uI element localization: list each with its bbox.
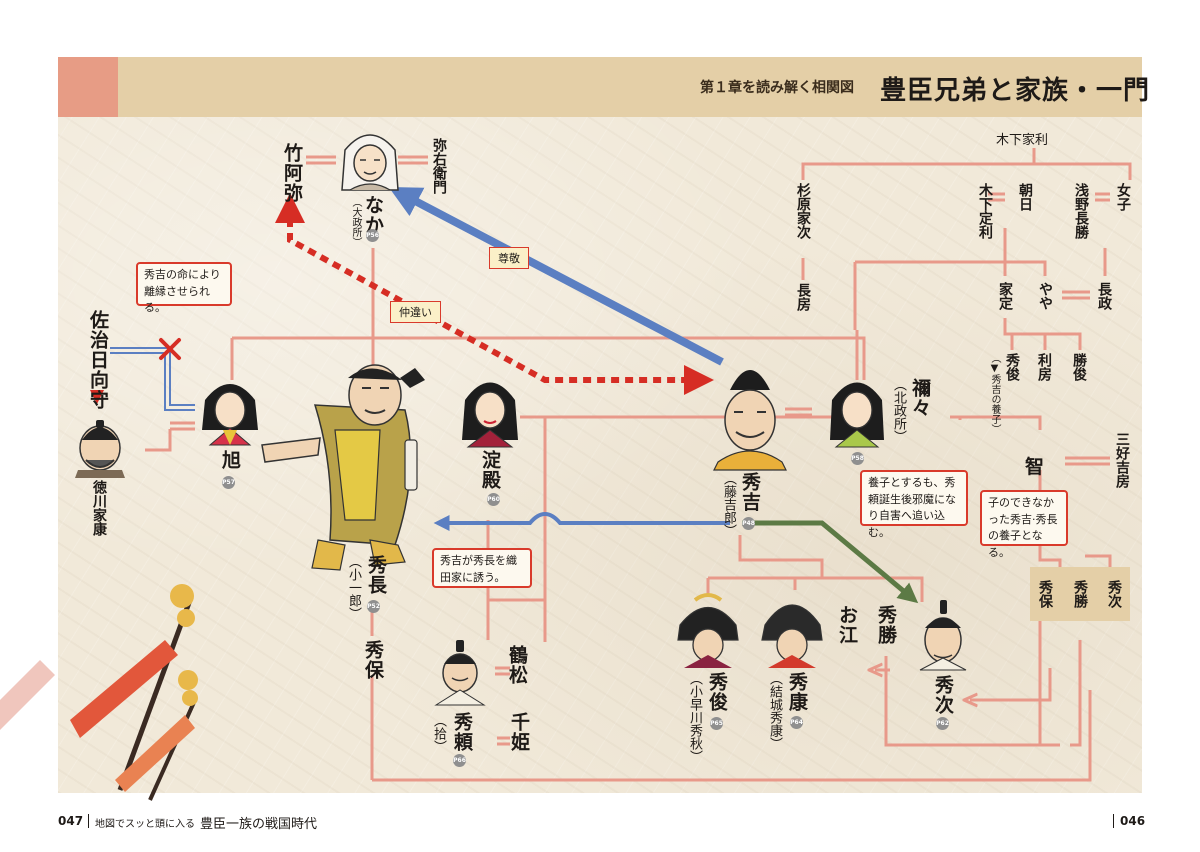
name-yaya: やや: [1037, 282, 1053, 310]
adoption-arrow: [742, 520, 919, 604]
name-kinoshita-sadatoshi: 木下定利: [977, 183, 993, 239]
portrait-yodo: [462, 382, 518, 448]
portrait-tokugawa: [75, 420, 125, 478]
name-nene: 禰々: [909, 378, 931, 418]
alias-hidenaga: （小一郎）: [346, 555, 361, 620]
footer-series-title: 豊臣一族の戦国時代: [200, 817, 318, 832]
adopt-hidetsugu: 秀次: [1106, 580, 1122, 608]
divorce-cross: [159, 338, 181, 360]
alias-hideyoshi: （藤吉郎）: [721, 472, 736, 537]
name-asahi: 旭: [219, 450, 241, 470]
family-lines: [145, 148, 1132, 782]
name-nagafusa: 長房: [795, 283, 811, 311]
tag-respect: 尊敬: [489, 247, 529, 269]
page-ref-hideyori: P66: [453, 754, 466, 767]
tag-discord: 仲違い: [390, 301, 441, 323]
name-sugihara: 杉原家次: [795, 183, 811, 239]
note-divorce: 秀吉の命により離縁させられる。: [136, 262, 232, 314]
name-tsurumatsu: 鶴松: [506, 645, 528, 685]
name-toshifusa: 利房: [1036, 353, 1052, 381]
footer-separator-left: [88, 814, 89, 828]
name-naka: なか: [362, 195, 384, 235]
note-hidetoshi-small: （▼秀吉の養子）: [989, 353, 1000, 434]
page-title: 豊臣兄弟と家族・一門: [880, 76, 1151, 106]
portrait-asahi: [202, 384, 258, 446]
discord-arrow: [275, 193, 714, 395]
page-ref-hidenaga: P52: [367, 600, 380, 613]
name-nagamasa: 長政: [1096, 282, 1112, 310]
name-yodo: 淀殿: [479, 450, 501, 490]
footer-separator-right: [1113, 814, 1114, 828]
portrait-hidenaga: [261, 364, 425, 571]
portrait-naka: [341, 134, 399, 191]
name-tokugawa: 徳川家康: [91, 480, 107, 536]
name-hidekatsu: 秀勝: [875, 605, 897, 645]
footer-book-name: 地図でスッと頭に入る: [95, 819, 195, 830]
name-kinoshita-ieri: 木下家利: [996, 133, 1049, 148]
alias-nene: （北政所）: [891, 378, 906, 443]
portrait-hidetoshi: [677, 593, 739, 668]
name-onago: 女子: [1115, 183, 1131, 211]
name-hideyasu: 秀康: [786, 672, 808, 712]
note-adopted-hidetsugu: 養子とするも、秀頼誕生後邪魔になり自害へ追い込む。: [860, 470, 968, 539]
note-invite: 秀吉が秀長を織田家に誘う。: [432, 548, 532, 588]
paper-background: [58, 57, 1142, 793]
alias-hideyori: （拾）: [431, 714, 446, 753]
name-iesada: 家定: [997, 282, 1013, 310]
portrait-hidetsugu: [919, 600, 967, 671]
name-hideyasu-son: 秀保: [362, 640, 384, 680]
adoption-panel: [1030, 567, 1130, 621]
gourd-banner-icon: [0, 584, 198, 801]
chapter-label: 第１章を読み解く相関図: [700, 80, 854, 96]
portrait-hideyori: [434, 640, 486, 706]
portrait-nene: [830, 382, 884, 448]
note-childless: 子のできなかった秀吉·秀長の養子となる。: [980, 490, 1068, 559]
name-hidetsugu: 秀次: [932, 675, 954, 715]
name-asahi-mother: 朝日: [1017, 183, 1033, 211]
name-hideyori: 秀頼: [451, 712, 473, 752]
alias-naka: （大政所）: [350, 197, 361, 247]
name-miyoshi: 三好吉房: [1114, 432, 1130, 488]
name-asano: 浅野長勝: [1073, 183, 1089, 239]
page-ref-hidetoshi: P65: [710, 717, 723, 730]
name-hidenaga: 秀長: [365, 555, 387, 595]
name-senhime: 千姫: [508, 712, 530, 752]
name-go: お江: [836, 605, 858, 645]
adopt-hideyasu: 秀保: [1037, 580, 1053, 608]
name-hideyoshi: 秀吉: [739, 472, 761, 512]
alias-hidetoshi: （小早川秀秋）: [687, 672, 702, 763]
name-hidetoshi-small: 秀俊: [1004, 353, 1020, 381]
name-tomo: 智: [1025, 456, 1046, 478]
page-ref-asahi: P57: [222, 476, 235, 489]
footer-left-page: 047: [58, 814, 84, 828]
footer-right-page: 046: [1120, 814, 1146, 828]
header-band: [58, 57, 1142, 117]
tokugawa-arrow-icon: [90, 390, 104, 404]
page-ref-naka: P56: [366, 229, 379, 242]
page-ref-yodo: P60: [487, 493, 500, 506]
page-ref-nene: P58: [851, 452, 864, 465]
alias-hideyasu: （結城秀康）: [767, 672, 782, 750]
portrait-hideyasu: [761, 604, 823, 668]
adopt-hidekatsu: 秀勝: [1072, 580, 1088, 608]
invite-arrow: [433, 512, 730, 531]
page-ref-hideyasu: P64: [790, 716, 803, 729]
name-katsutoshi: 勝俊: [1071, 353, 1087, 381]
name-sasa: 佐治日向守: [87, 310, 109, 410]
header-accent: [58, 57, 118, 117]
name-yaemon: 弥右衛門: [431, 138, 447, 194]
portrait-hideyoshi: [713, 370, 787, 471]
name-hidetoshi: 秀俊: [706, 672, 728, 712]
marriage-lines-blue: [110, 347, 195, 411]
page-ref-hidetsugu: P62: [936, 717, 949, 730]
name-takeami: 竹阿弥: [281, 143, 303, 203]
page-ref-hideyoshi: P48: [742, 517, 755, 530]
